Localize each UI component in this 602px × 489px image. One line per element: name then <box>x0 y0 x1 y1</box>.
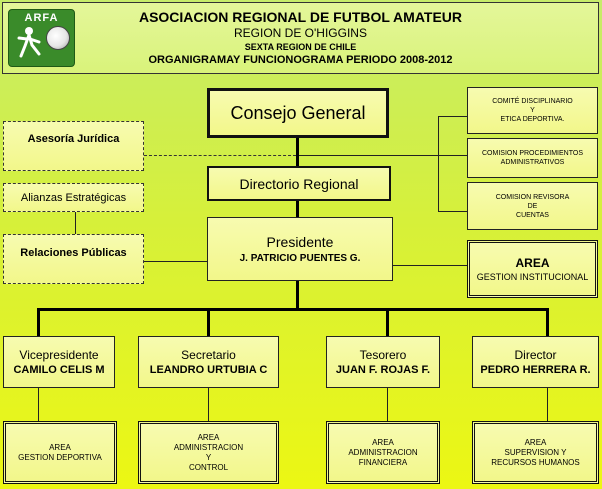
asesoria-label: Asesoría Jurídica <box>27 133 120 145</box>
node-area-administracion-control: AREA ADMINISTRACION Y CONTROL <box>138 421 279 484</box>
area-line: ADMINISTRACION <box>348 447 418 457</box>
connector-tesorero-area <box>387 387 388 421</box>
header-title: ASOCIACION REGIONAL DE FUTBOL AMATEUR <box>138 9 463 25</box>
connector-officers-bus <box>37 308 549 311</box>
node-consejo-general: Consejo General <box>207 88 389 138</box>
connector-presidente-bus <box>296 280 299 310</box>
connector-comision-revisora <box>438 211 468 212</box>
node-area-gestion-institucional: AREA GESTION INSTITUCIONAL <box>467 240 598 298</box>
node-asesoria-juridica: Asesoría Jurídica <box>3 121 144 171</box>
directorio-label: Directorio Regional <box>239 175 359 192</box>
player-icon <box>17 27 41 58</box>
header-banner: ARFA ASOCIACION REGIONAL DE FUTBOL AMATE… <box>2 2 599 74</box>
area-line: RECURSOS HUMANOS <box>491 457 580 467</box>
area-line: SUPERVISION Y <box>504 447 567 457</box>
node-comision-revisora: COMISION REVISORA DE CUENTAS <box>467 182 598 230</box>
node-area-administracion-financiera: AREA ADMINISTRACION FINANCIERA <box>326 421 440 484</box>
connector-alianzas-relaciones <box>75 212 76 234</box>
node-comite-disciplinario: COMITÉ DISCIPLINARIO Y ETICA DEPORTIVA. <box>467 87 598 134</box>
gestion-inst-title: AREA <box>515 256 550 270</box>
connector-comision-procedimientos <box>299 155 467 156</box>
node-directorio-regional: Directorio Regional <box>207 166 391 201</box>
area-line: AREA <box>197 432 220 442</box>
soccer-ball-icon <box>46 26 70 50</box>
officer-title: Director <box>514 348 557 362</box>
connector-presidente-gestion <box>393 265 467 266</box>
officer-name: CAMILO CELIS M <box>13 364 105 376</box>
comite-line-2: Y <box>530 107 535 114</box>
revisora-line-3: CUENTAS <box>516 211 549 219</box>
officer-title: Vicepresidente <box>19 348 99 362</box>
node-area-supervision-rrhh: AREA SUPERVISION Y RECURSOS HUMANOS <box>472 421 599 484</box>
gestion-inst-sub: GESTION INSTITUCIONAL <box>476 272 589 282</box>
node-officer-tesorero: Tesorero JUAN F. ROJAS F. <box>326 336 440 388</box>
connector-bus-secretario <box>207 308 210 337</box>
officer-title: Tesorero <box>359 348 407 362</box>
consejo-label: Consejo General <box>230 102 366 123</box>
connector-committee-bracket <box>438 116 439 212</box>
revisora-line-1: COMISION REVISORA <box>495 193 570 201</box>
procedimientos-line-2: ADMINISTRATIVOS <box>500 159 565 166</box>
header-region: REGION DE O'HIGGINS <box>234 26 367 40</box>
area-line: ADMINISTRACION <box>173 442 244 452</box>
connector-bus-vice <box>37 308 40 337</box>
node-alianzas-estrategicas: Alianzas Estratégicas <box>3 183 144 212</box>
connector-bus-director <box>546 308 549 337</box>
area-line: AREA <box>372 437 394 447</box>
revisora-line-2: DE <box>527 202 538 210</box>
connector-secretario-area <box>208 387 209 421</box>
arfa-logo: ARFA <box>8 9 75 67</box>
connector-vice-area <box>38 387 39 421</box>
area-line: GESTION DEPORTIVA <box>18 452 102 462</box>
connector-directorio-presidente <box>296 200 299 217</box>
header-period: ORGANIGRAMAY FUNCIONOGRAMA PERIODO 2008-… <box>148 54 453 66</box>
node-presidente: Presidente J. PATRICIO PUENTES G. <box>207 217 393 281</box>
header-sexta: SEXTA REGION DE CHILE <box>244 42 357 52</box>
node-area-gestion-deportiva: AREA GESTION DEPORTIVA <box>3 421 117 484</box>
officer-name: PEDRO HERRERA R. <box>480 364 591 376</box>
presidente-name: J. PATRICIO PUENTES G. <box>239 253 361 264</box>
area-line: Y <box>205 452 212 462</box>
comite-line-1: COMITÉ DISCIPLINARIO <box>492 98 573 105</box>
officer-name: JUAN F. ROJAS F. <box>335 364 431 376</box>
procedimientos-line-1: COMISION PROCEDIMIENTOS <box>482 150 583 157</box>
area-line: AREA <box>49 442 71 452</box>
node-officer-secretario: Secretario LEANDRO URTUBIA C <box>138 336 279 388</box>
connector-director-area <box>547 387 548 421</box>
connector-comite-disciplinario <box>438 116 468 117</box>
logo-text: ARFA <box>24 12 59 24</box>
area-line: FINANCIERA <box>358 457 408 467</box>
connector-consejo-directorio <box>296 137 299 167</box>
node-officer-director: Director PEDRO HERRERA R. <box>472 336 599 388</box>
alianzas-label: Alianzas Estratégicas <box>20 191 127 204</box>
officer-name: LEANDRO URTUBIA C <box>149 364 268 376</box>
connector-asesoria-dashed <box>144 155 296 156</box>
area-line: CONTROL <box>188 462 229 472</box>
node-officer-vicepresidente: Vicepresidente CAMILO CELIS M <box>3 336 115 388</box>
relaciones-label: Relaciones Públicas <box>20 247 127 259</box>
node-comision-procedimientos: COMISION PROCEDIMIENTOS ADMINISTRATIVOS <box>467 138 598 178</box>
area-line: AREA <box>524 437 547 447</box>
officer-title: Secretario <box>181 348 236 362</box>
comite-line-3: ETICA DEPORTIVA. <box>500 116 565 123</box>
presidente-title: Presidente <box>266 234 334 250</box>
connector-bus-tesorero <box>386 308 389 337</box>
node-relaciones-publicas: Relaciones Públicas <box>3 234 144 284</box>
connector-relaciones-presidente <box>144 261 207 262</box>
